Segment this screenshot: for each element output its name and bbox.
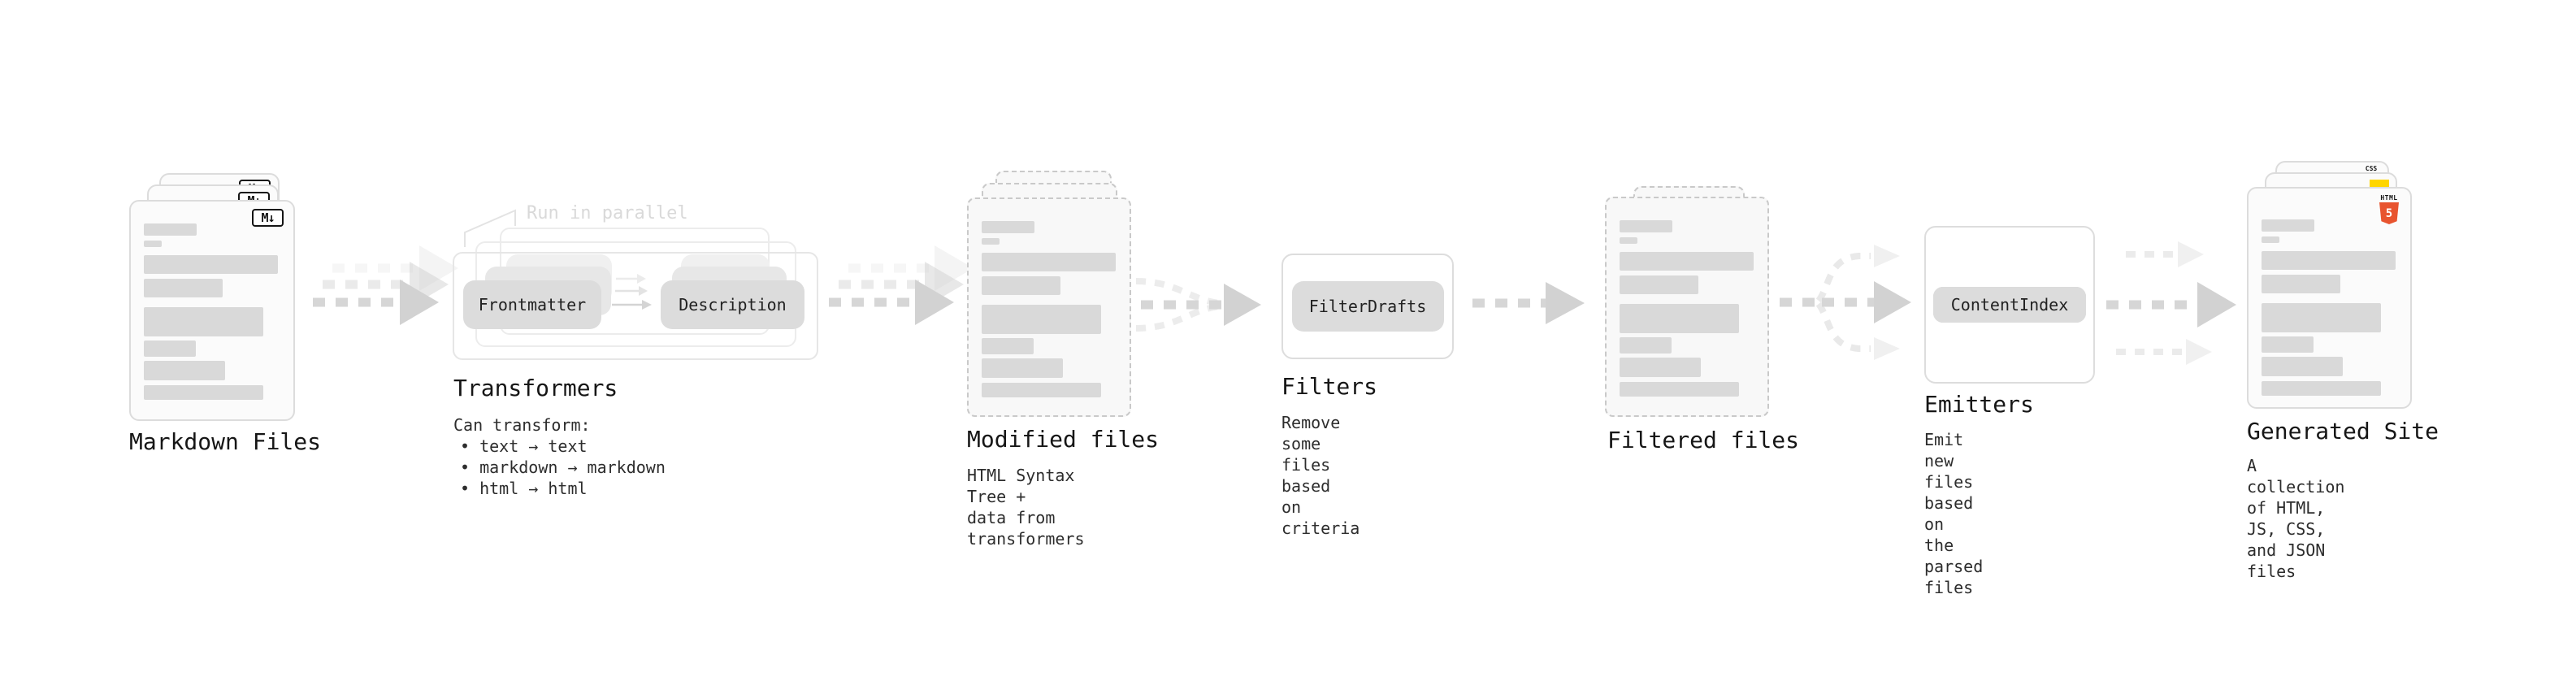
doc-placeholder-lines <box>144 223 280 400</box>
markdown-files-title: Markdown Files <box>129 428 322 455</box>
filtered-files-title: Filtered files <box>1607 427 1800 453</box>
doc-card: M↓ <box>129 200 295 421</box>
doc-card: HTML 5 <box>2247 187 2412 409</box>
doc-placeholder-lines <box>982 221 1117 397</box>
html5-icon-shield: 5 <box>2379 202 2399 224</box>
doc-line <box>144 241 162 247</box>
transform-bullet: • html → html <box>460 479 588 498</box>
generated-site-subtitle: A collection of HTML, JS, CSS, and JSON … <box>2247 456 2345 581</box>
transform-bullet: • text → text <box>460 436 588 456</box>
doc-line <box>982 383 1101 397</box>
transformer-output-pill: Description <box>661 280 804 329</box>
transformer-input-pill: Frontmatter <box>463 280 601 329</box>
doc-line <box>1620 358 1701 377</box>
filters-subtitle: Remove some files based on criteria <box>1281 413 1360 538</box>
doc-line <box>1620 220 1672 232</box>
html5-icon-word: HTML <box>2380 194 2398 202</box>
arrow-transformers-to-modified <box>829 245 974 325</box>
doc-line <box>2262 275 2340 293</box>
doc-line <box>1620 275 1698 294</box>
filter-drafts-pill: FilterDrafts <box>1291 281 1444 332</box>
emitters-subtitle: Emit new files based on the parsed files <box>1924 430 1984 597</box>
arrow-emitters-to-generated <box>2106 241 2236 365</box>
doc-line <box>144 223 197 236</box>
doc-line <box>2262 303 2381 332</box>
arrow-filters-to-filtered <box>1472 282 1585 324</box>
emitters-title: Emitters <box>1924 391 2034 418</box>
css-icon-word: CSS <box>2365 165 2378 172</box>
modified-files-title: Modified files <box>967 426 1160 453</box>
transformer-frame <box>453 252 818 360</box>
doc-line <box>1620 382 1739 397</box>
run-in-parallel-callout-line <box>464 209 516 247</box>
content-index-pill: ContentIndex <box>1933 287 2086 323</box>
filters-card: FilterDrafts <box>1281 254 1454 359</box>
doc-line <box>2262 251 2396 270</box>
doc-line <box>2262 236 2279 243</box>
doc-line <box>144 279 223 297</box>
modified-files-subtitle: HTML Syntax Tree + data from transformer… <box>967 466 1085 549</box>
doc-line <box>982 276 1060 295</box>
doc-line <box>2262 336 2314 353</box>
run-in-parallel-note: Run in parallel <box>527 203 688 223</box>
arrow-filtered-to-emitters <box>1780 245 1911 360</box>
doc-line <box>144 307 263 336</box>
arrow-modified-to-filters <box>1135 278 1261 332</box>
doc-line <box>1620 337 1672 354</box>
transform-bullet: • markdown → markdown <box>460 458 666 477</box>
doc-line <box>1620 237 1637 244</box>
arrow-frontmatter-to-description <box>612 274 652 310</box>
doc-line <box>144 361 225 380</box>
doc-line <box>982 238 1000 245</box>
doc-line <box>982 358 1063 378</box>
doc-placeholder-lines <box>2262 219 2397 396</box>
markdown-icon: M↓ <box>252 209 284 227</box>
emitters-pill-list: ContentPage FolderPage ContentIndex <box>1924 226 2095 384</box>
doc-line <box>982 305 1101 334</box>
doc-card-dashed <box>1605 197 1769 417</box>
arrow-markdown-to-transformers <box>313 245 458 325</box>
generated-site-title: Generated Site <box>2247 418 2439 445</box>
doc-card-dashed <box>967 197 1131 417</box>
doc-line <box>2262 219 2314 232</box>
doc-line <box>982 221 1034 233</box>
doc-placeholder-lines <box>1620 220 1754 397</box>
doc-line <box>1620 252 1754 271</box>
html5-icon: HTML 5 <box>2379 194 2399 224</box>
doc-line <box>144 385 263 400</box>
transformers-description: Can transform: • text → text • markdown … <box>453 414 666 499</box>
transformers-description-heading: Can transform: <box>453 415 591 435</box>
doc-line <box>144 340 196 357</box>
doc-line <box>2262 381 2381 396</box>
filters-title: Filters <box>1281 373 1378 400</box>
doc-line <box>2262 357 2343 376</box>
transformers-title: Transformers <box>453 375 618 401</box>
doc-line <box>144 255 278 274</box>
doc-line <box>982 338 1034 354</box>
doc-line <box>982 253 1116 271</box>
doc-line <box>1620 304 1739 333</box>
